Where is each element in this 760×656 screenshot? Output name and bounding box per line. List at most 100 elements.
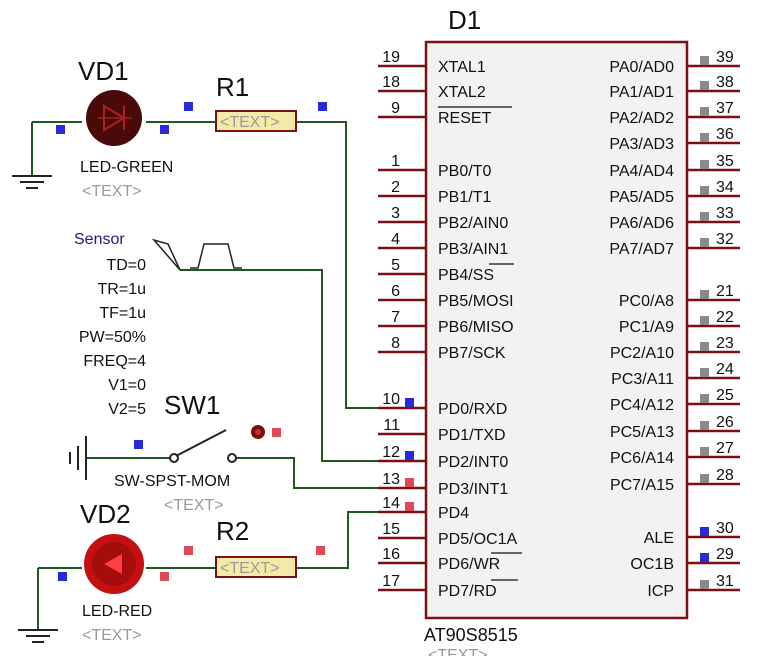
pin-number: 2 — [391, 179, 400, 196]
pushbutton-switch-icon[interactable] — [169, 425, 265, 463]
pin-number: 17 — [382, 573, 400, 590]
wire-r2-pd4 — [296, 511, 378, 569]
chip-text-placeholder: <TEXT> — [428, 647, 488, 656]
pin-label: PA7/AD7 — [609, 241, 674, 258]
pin-number: 36 — [716, 126, 734, 143]
pin-label: PD1/TXD — [438, 427, 506, 444]
pin-label: PB1/T1 — [438, 189, 491, 206]
pin-label: PD5/OC1A — [438, 531, 517, 548]
led-red-icon[interactable] — [84, 534, 144, 594]
pin-number: 7 — [391, 309, 400, 326]
pin-marker — [272, 428, 281, 437]
wires — [31, 121, 378, 630]
chip-right-pins: 39PA0/AD038PA1/AD137PA2/AD236PA3/AD335PA… — [609, 49, 740, 600]
pin-marker — [700, 342, 709, 351]
pin-number: 39 — [716, 49, 734, 66]
pin-number: 26 — [716, 414, 734, 431]
pin-marker — [700, 290, 709, 299]
vd1-name: VD1 — [78, 56, 129, 86]
pin-number: 23 — [716, 335, 734, 352]
pin-marker — [700, 238, 709, 247]
pin-number: 8 — [391, 335, 400, 352]
pin-number: 29 — [716, 546, 734, 563]
pin-label: PD3/INT1 — [438, 481, 508, 498]
pin-marker — [160, 125, 169, 134]
pin-number: 13 — [382, 471, 400, 488]
resistor-r1-icon[interactable] — [215, 110, 297, 132]
pin-number: 33 — [716, 205, 734, 222]
pin-marker — [700, 368, 709, 377]
chip-body[interactable] — [424, 40, 689, 620]
pin-number: 31 — [716, 573, 734, 590]
vd1-text-placeholder: <TEXT> — [82, 183, 142, 200]
sensor-param: TR=1u — [98, 281, 146, 298]
pin-marker — [700, 56, 709, 65]
pin-label: PD4 — [438, 505, 469, 522]
pin-label: PA0/AD0 — [609, 59, 674, 76]
pin-label: PC1/A9 — [619, 319, 674, 336]
vd2-name: VD2 — [80, 499, 131, 529]
pin-number: 3 — [391, 205, 400, 222]
pin-number: 11 — [383, 417, 400, 434]
vd1-type: LED-GREEN — [80, 159, 173, 176]
pin-marker — [58, 572, 67, 581]
sensor-param: TF=1u — [99, 305, 146, 322]
pin-marker — [184, 546, 193, 555]
sw1-name: SW1 — [164, 390, 220, 420]
pin-marker — [405, 478, 414, 487]
pin-label: PC2/A10 — [610, 345, 674, 362]
sensor-param: FREQ=4 — [83, 353, 146, 370]
led-green-icon[interactable] — [86, 90, 142, 146]
pin-number: 10 — [382, 391, 400, 408]
pin-label: PA1/AD1 — [609, 84, 674, 101]
pin-label: PB3/AIN1 — [438, 241, 508, 258]
resistor-r2-icon[interactable] — [215, 556, 297, 578]
pin-marker — [405, 502, 414, 511]
r2-name: R2 — [216, 516, 249, 546]
pin-number: 14 — [382, 495, 400, 512]
pin-number: 21 — [716, 283, 734, 300]
vd2-text-placeholder: <TEXT> — [82, 627, 142, 644]
pin-label: PA3/AD3 — [609, 136, 674, 153]
pin-label: PA6/AD6 — [609, 215, 674, 232]
pulse-generator-icon[interactable] — [151, 238, 242, 271]
